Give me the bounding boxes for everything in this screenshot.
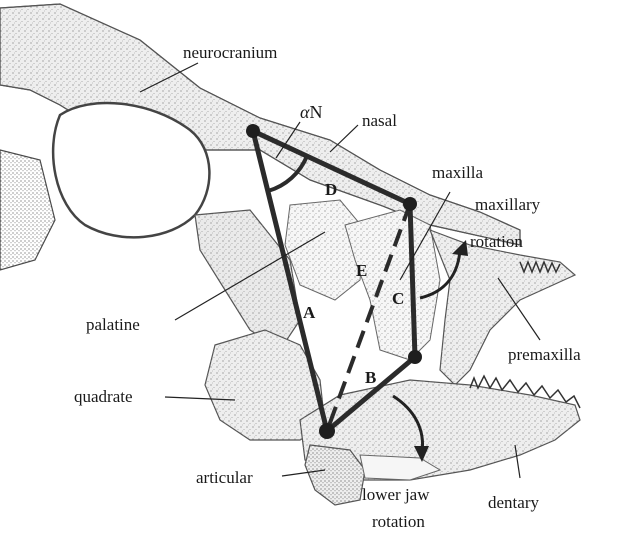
joint-quadrate-articular (319, 423, 335, 439)
label-alpha-n: αN (300, 102, 322, 122)
label-lower-jaw-rotation: rotation (372, 512, 425, 531)
label-dentary: dentary (488, 493, 539, 512)
label-lower-jaw: lower jaw (362, 485, 430, 504)
link-label-B: B (365, 368, 376, 387)
link-label-D: D (325, 180, 337, 199)
link-label-C: C (392, 289, 404, 308)
joint-maxilla-lower (408, 350, 422, 364)
label-articular: articular (196, 468, 253, 487)
label-nasal: nasal (362, 111, 397, 130)
label-premaxilla: premaxilla (508, 345, 581, 364)
joint-neurocranium (246, 124, 260, 138)
link-label-E: E (356, 261, 367, 280)
label-alpha-n-sub: N (309, 102, 322, 122)
posterior-skull (0, 150, 55, 270)
label-quadrate: quadrate (74, 387, 133, 406)
skull-illustration (0, 4, 580, 505)
label-palatine: palatine (86, 315, 140, 334)
label-neurocranium: neurocranium (183, 43, 277, 62)
joint-maxilla-upper (403, 197, 417, 211)
label-maxillary-rotation: rotation (470, 232, 523, 251)
suspensorium-texture (195, 210, 300, 350)
label-maxilla: maxilla (432, 163, 483, 182)
label-maxillary: maxillary (475, 195, 541, 214)
link-label-A: A (303, 303, 316, 322)
